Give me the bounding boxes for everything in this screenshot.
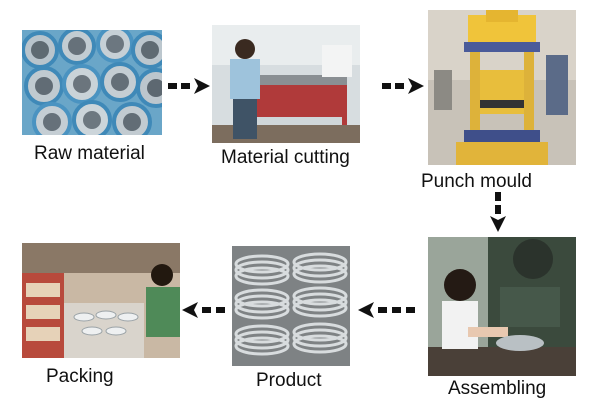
arrow-down-1 (488, 192, 508, 234)
raw-material-photo (22, 30, 162, 135)
assembling-photo (428, 237, 576, 376)
arrow-left-2 (180, 300, 230, 320)
step-label-punch-mould: Punch mould (421, 171, 532, 192)
material-cutting-photo (212, 25, 360, 143)
punch-mould-photo (428, 10, 576, 165)
step-label-packing: Packing (46, 366, 114, 387)
arrow-right-1 (168, 76, 212, 96)
arrow-right-2 (382, 76, 426, 96)
product-photo (232, 246, 350, 366)
step-label-raw-material: Raw material (34, 143, 145, 164)
step-label-material-cutting: Material cutting (221, 147, 350, 168)
arrow-left-1 (356, 300, 418, 320)
packing-photo (22, 243, 180, 358)
step-label-product: Product (256, 370, 322, 391)
step-label-assembling: Assembling (448, 378, 547, 399)
